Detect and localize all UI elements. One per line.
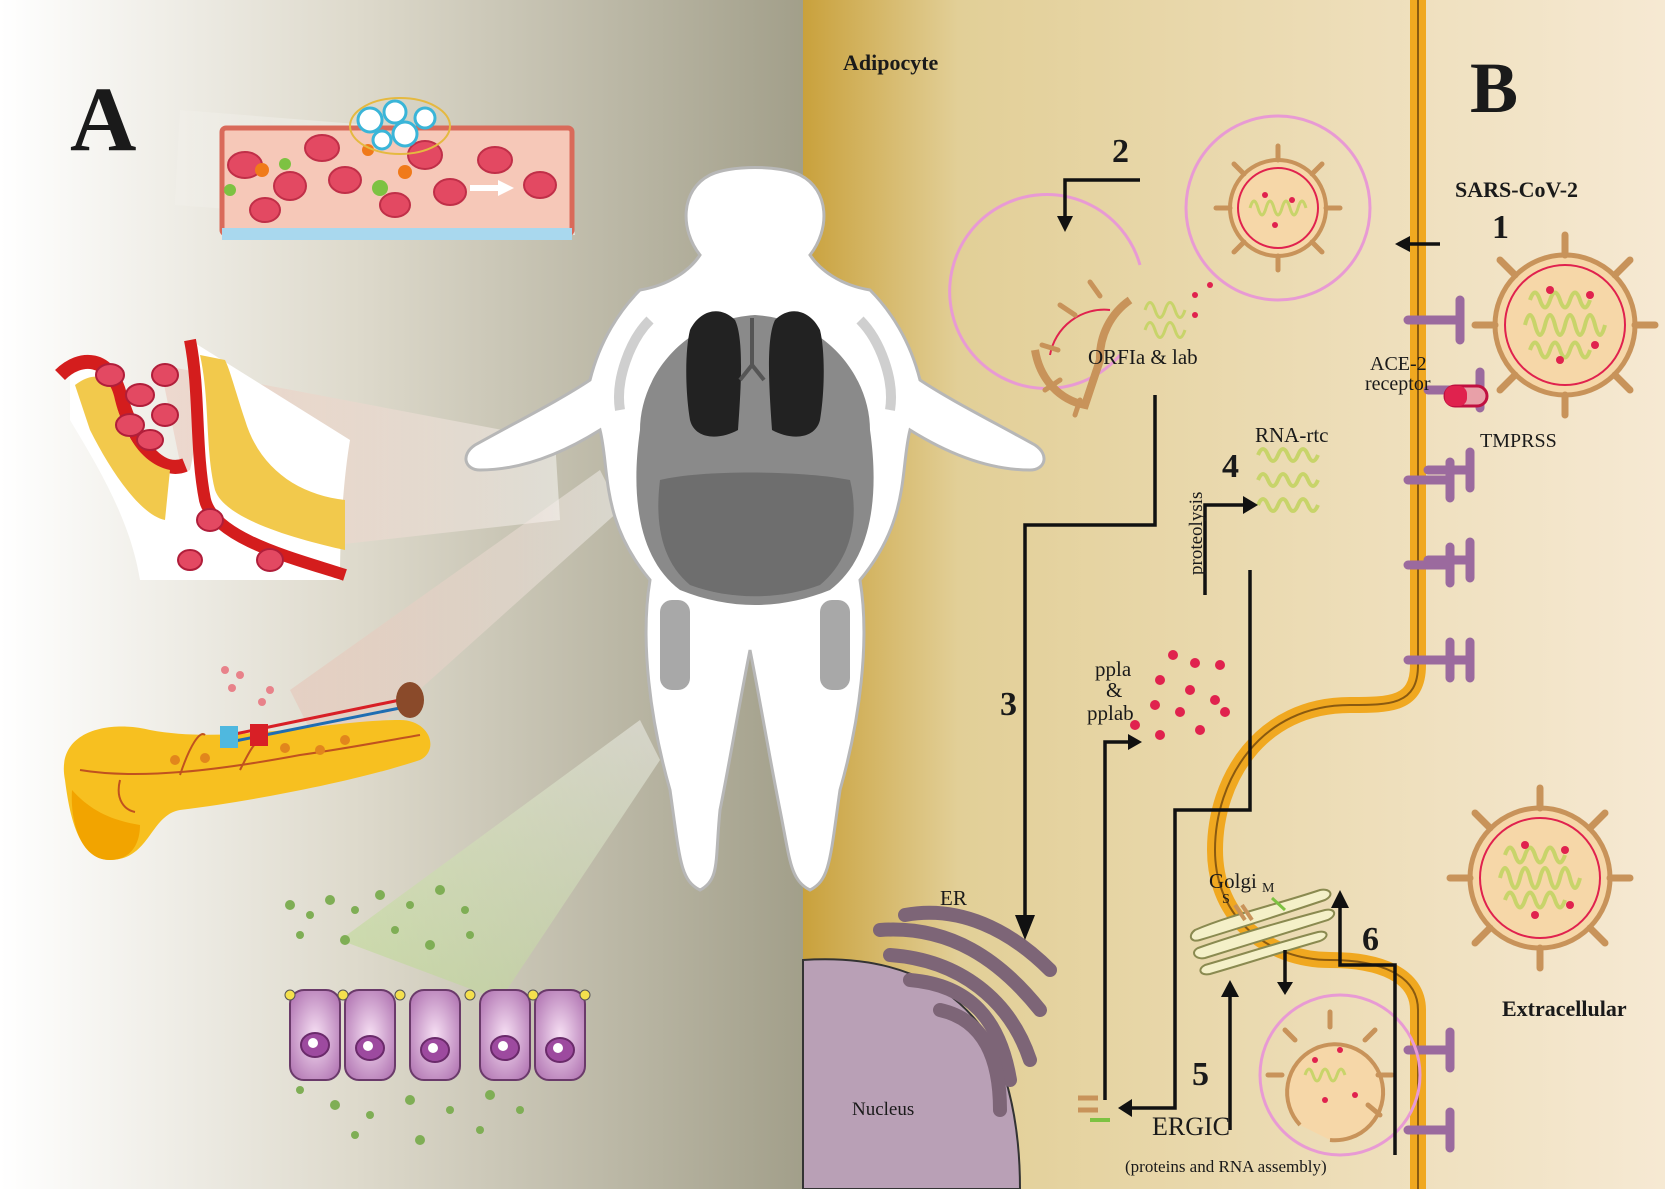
- step-2: 2: [1112, 133, 1129, 170]
- rna-rtc-label: RNA-rtc: [1255, 423, 1328, 447]
- ppla-label: ppla: [1095, 657, 1132, 681]
- golgi-s-label: S: [1222, 892, 1230, 907]
- golgi-m-label: M: [1262, 881, 1275, 896]
- step-5: 5: [1192, 1056, 1209, 1093]
- ampersand-label: &: [1106, 678, 1122, 702]
- polyprotein-dots: [1130, 650, 1230, 740]
- pathway-arrows: [1023, 178, 1440, 1155]
- beam-pancreas: [290, 470, 620, 770]
- gut-epithelium-illustration: [284, 885, 591, 1145]
- extracellular-label: Extracellular: [1502, 996, 1627, 1021]
- pplab-label: pplab: [1087, 701, 1134, 725]
- step-3: 3: [1000, 686, 1017, 723]
- step-4: 4: [1222, 448, 1239, 485]
- orf-label: ORFIa & lab: [1088, 345, 1198, 369]
- virus-uncoating: [948, 193, 1213, 418]
- obese-human-silhouette: [464, 166, 1046, 892]
- golgi-s-protein: [1233, 903, 1254, 922]
- er-label: ER: [940, 886, 967, 910]
- golgi-apparatus: [1189, 888, 1336, 976]
- virus-particle-extracellular: [1471, 231, 1659, 419]
- panel-b-label: B: [1470, 48, 1518, 128]
- ergic-proteins: [1078, 1095, 1110, 1122]
- rna-rtc-complex: [1256, 447, 1320, 513]
- proteolysis-label: proteolysis: [1186, 492, 1207, 575]
- step-6: 6: [1362, 921, 1379, 958]
- endoplasmic-reticulum: [873, 905, 1057, 1117]
- pancreas-illustration: [63, 666, 431, 860]
- virus-particle-released: [1446, 784, 1634, 972]
- ergic-label: ERGIC: [1152, 1112, 1230, 1141]
- assembled-virion-vesicle: [1258, 993, 1422, 1157]
- arrow-heads: [1015, 216, 1410, 1117]
- panel-a-label: A: [70, 68, 136, 170]
- golgi-label: Golgi: [1209, 869, 1257, 893]
- artery-plaque-illustration: [55, 338, 350, 581]
- ergic-subtitle: (proteins and RNA assembly): [1125, 1157, 1327, 1176]
- ace2-receptor-label: receptor: [1365, 373, 1431, 395]
- adipocyte-label: Adipocyte: [843, 50, 939, 75]
- tmprss-active-site: [1445, 386, 1467, 406]
- tmprss-label: TMPRSS: [1480, 430, 1557, 452]
- endosome-with-virus: [1184, 114, 1372, 302]
- ace2-label-line1: ACE-2: [1370, 353, 1427, 375]
- nucleus-label: Nucleus: [852, 1099, 914, 1120]
- blood-vessel-illustration: [219, 97, 575, 240]
- step-1: 1: [1492, 209, 1509, 246]
- sars-cov-2-label: SARS-CoV-2: [1455, 177, 1578, 202]
- golgi-m-protein: [1270, 896, 1287, 912]
- beam-gut: [340, 720, 660, 1000]
